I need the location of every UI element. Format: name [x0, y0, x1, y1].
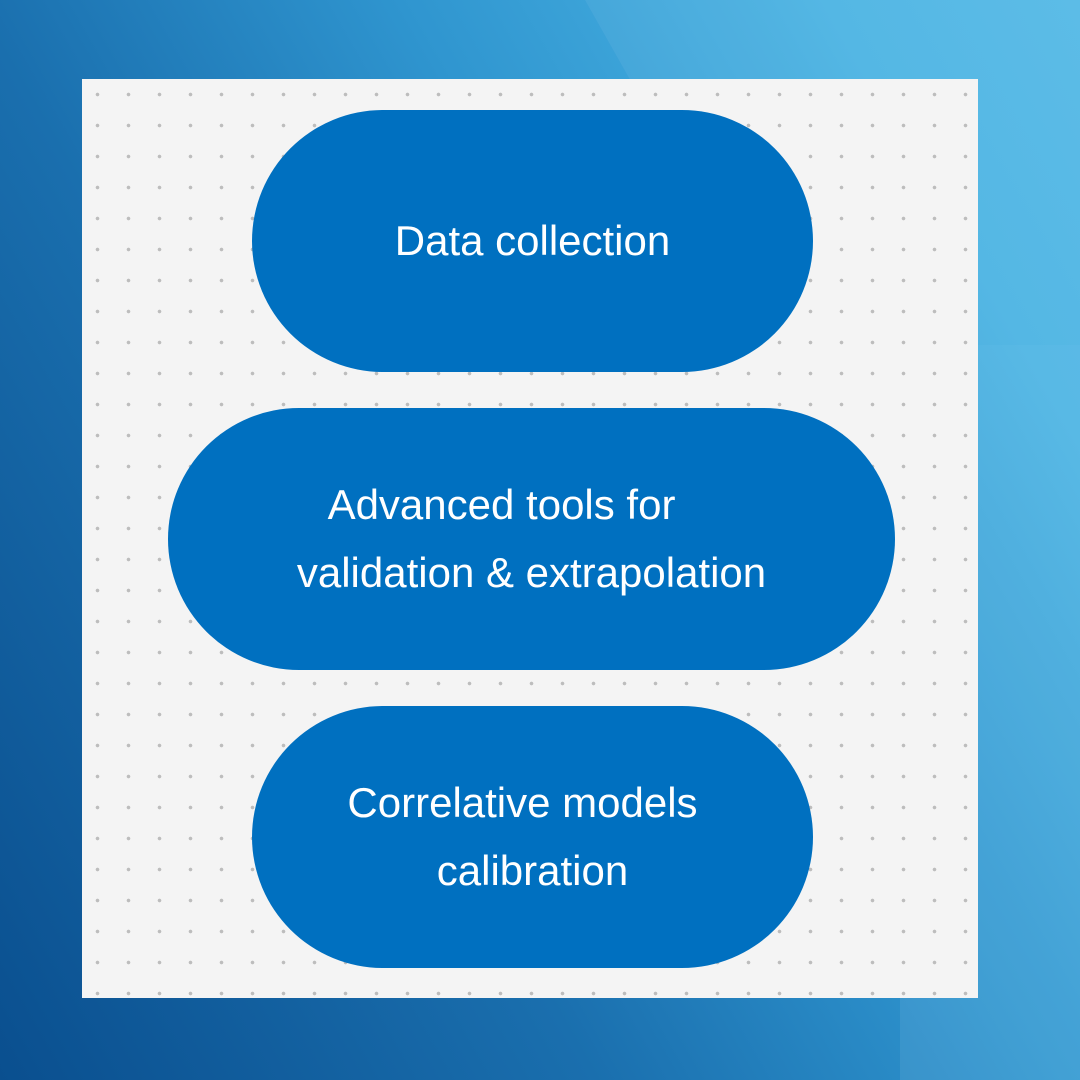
step-data-collection: Data collection [252, 110, 813, 372]
step-label-line-1: Advanced tools for [327, 481, 676, 528]
step-label-line-1: Correlative models [347, 779, 698, 826]
step-correlative-models: Correlative models calibration [252, 706, 813, 968]
diagram-panel: Data collection Advanced tools for valid… [82, 79, 978, 998]
step-advanced-tools: Advanced tools for validation & extrapol… [168, 408, 895, 670]
step-label-line-2: validation & extrapolation [296, 549, 767, 596]
step-label-line-2: calibration [436, 847, 629, 894]
step-label: Data collection [394, 217, 671, 264]
